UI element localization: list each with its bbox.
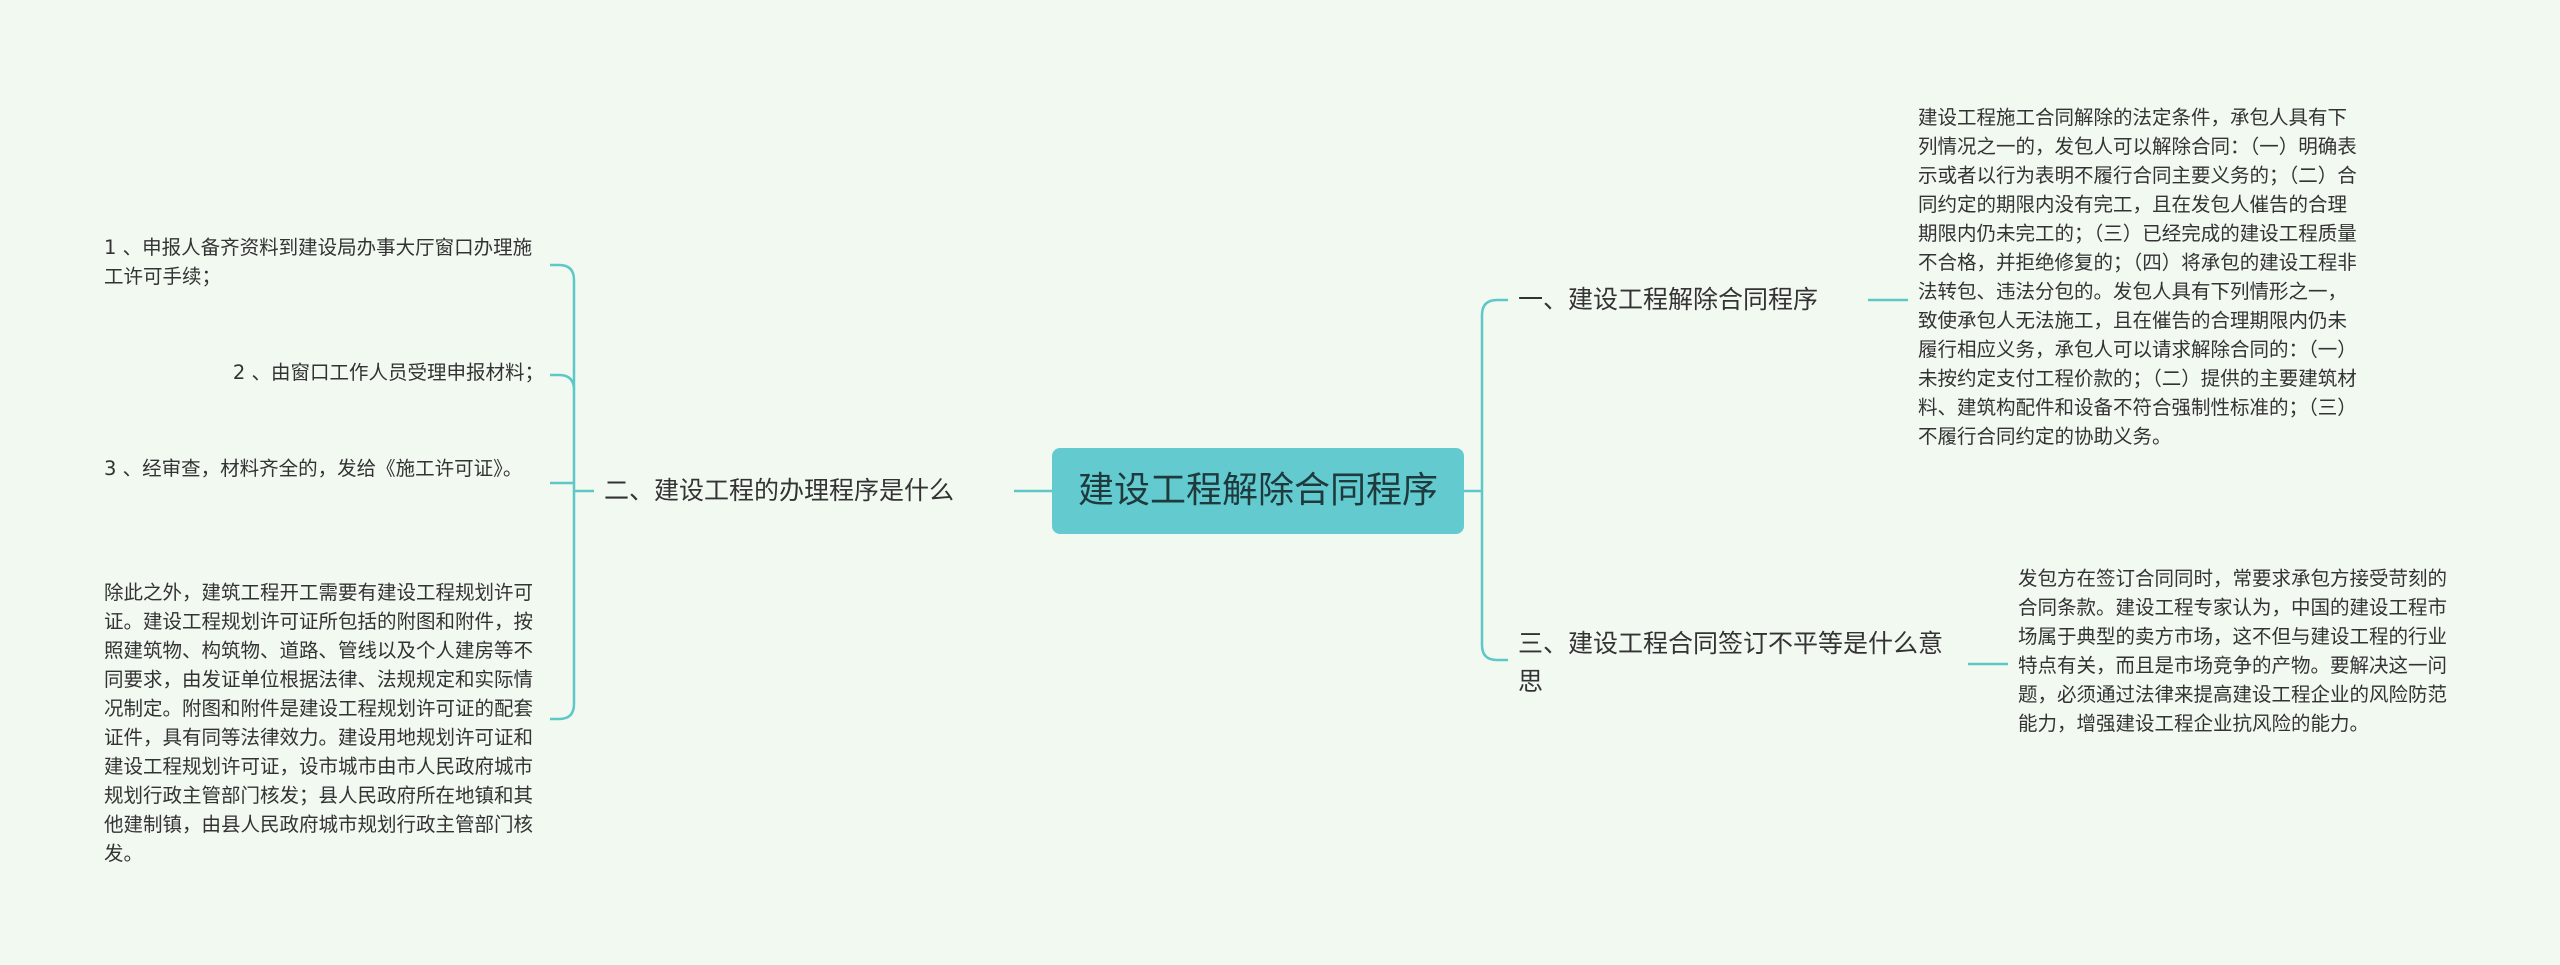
- branch-2-leaf-4: 除此之外，建筑工程开工需要有建设工程规划许可证。建设工程规划许可证所包括的附图和…: [104, 581, 534, 865]
- branch-2-leaf-2: 2 、由窗口工作人员受理申报材料；: [232, 361, 544, 384]
- root-topic[interactable]: 建设工程解除合同程序: [1052, 448, 1464, 534]
- link-root-branch-1: [1464, 298, 1508, 493]
- branch-3-leaf-1: 发包方在签订合同同时，常要求承包方接受苛刻的合同条款。建设工程专家认为，中国的建…: [2018, 567, 2448, 735]
- link-branch-2-bracket: [550, 263, 594, 721]
- branch-1-title[interactable]: 一、建设工程解除合同程序: [1518, 285, 1819, 314]
- link-root-branch-3: [1480, 491, 1508, 662]
- branch-2-title[interactable]: 二、建设工程的办理程序是什么: [604, 476, 955, 505]
- branch-1-leaf-1: 建设工程施工合同解除的法定条件，承包人具有下列情况之一的，发包人可以解除合同：（…: [1918, 106, 2357, 448]
- branch-2-leaf-3: 3 、经审查，材料齐全的，发给《施工许可证》。: [104, 457, 523, 480]
- branch-3-title[interactable]: 三、建设工程合同签订不平等是什么意思: [1518, 629, 1944, 696]
- branch-2-leaf-1: 1 、申报人备齐资料到建设局办事大厅窗口办理施工许可手续；: [104, 236, 533, 288]
